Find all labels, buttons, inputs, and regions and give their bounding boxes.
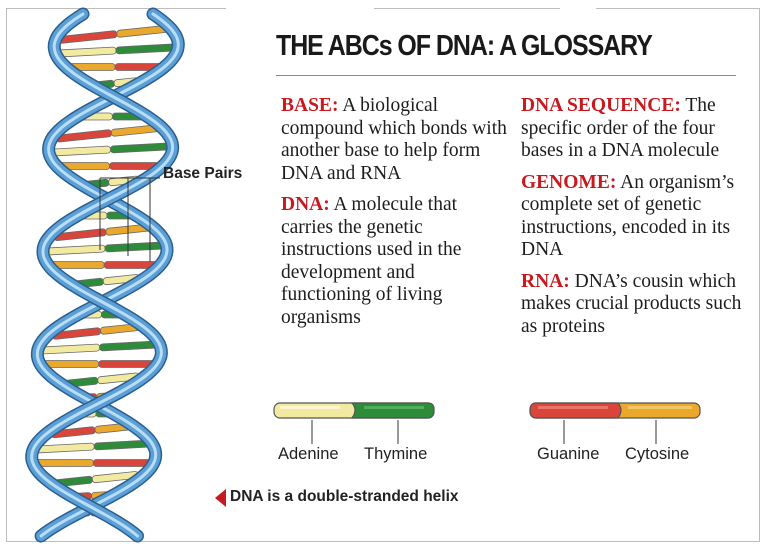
base-pair-rung bbox=[56, 372, 140, 389]
glossary-column-right: DNA SEQUENCE: The specific order of the … bbox=[521, 95, 753, 347]
base-pair-rung bbox=[65, 63, 165, 71]
glossary-term: BASE: bbox=[281, 95, 339, 116]
title-divider bbox=[276, 75, 736, 76]
base-pair-rung bbox=[56, 162, 164, 170]
base-pair-rung bbox=[38, 340, 162, 355]
base-pair-pointers bbox=[99, 177, 160, 262]
page-title: THE ABCs OF DNA: A GLOSSARY bbox=[276, 30, 653, 62]
glossary-term: DNA: bbox=[281, 194, 330, 215]
legend-label-guanine: Guanine bbox=[537, 445, 600, 463]
legend-label-thymine: Thymine bbox=[364, 445, 428, 463]
base-pair-rung bbox=[47, 261, 161, 269]
base-pair-rung bbox=[39, 360, 158, 368]
glossary-term: DNA SEQUENCE: bbox=[521, 95, 681, 116]
frame-gap bbox=[226, 5, 374, 13]
glossary-definition: DNA’s cousin which makes crucial product… bbox=[521, 270, 742, 337]
dna-helix-illustration bbox=[25, 7, 185, 543]
glossary-entry-dna-sequence: DNA SEQUENCE: The specific order of the … bbox=[521, 95, 753, 163]
glossary-term: GENOME: bbox=[521, 171, 617, 193]
legend-connectors-guanine-cytosine bbox=[563, 420, 657, 444]
arrow-left-icon bbox=[215, 489, 226, 507]
base-pair-rung bbox=[48, 142, 173, 157]
legend-connectors-adenine-thymine bbox=[311, 420, 399, 444]
glossary-entry-genome: GENOME: An organism’s complete set of ge… bbox=[521, 172, 753, 262]
frame-gap bbox=[560, 5, 596, 13]
legend-label-cytosine: Cytosine bbox=[625, 445, 690, 463]
helix-strand-highlight bbox=[30, 12, 175, 538]
glossary-definition: A biological compound which bonds with a… bbox=[281, 95, 507, 184]
glossary-definition: A molecule that carries the genetic inst… bbox=[281, 194, 462, 328]
glossary-definition: An organism’s complete set of genetic in… bbox=[521, 171, 735, 261]
legend-label-adenine: Adenine bbox=[278, 445, 339, 463]
helix-strands bbox=[25, 7, 185, 543]
helix-caption: DNA is a double-stranded helix bbox=[230, 488, 459, 505]
legend-bar-guanine-cytosine bbox=[529, 402, 701, 419]
glossary-definition: The specific order of the four bases in … bbox=[521, 95, 720, 161]
glossary-term: RNA: bbox=[521, 270, 570, 292]
glossary-column-left: BASE: A biological compound which bonds … bbox=[281, 95, 507, 338]
base-pair-rung bbox=[32, 459, 155, 467]
helix-strand-highlight bbox=[35, 12, 180, 538]
base-pair-rung bbox=[54, 43, 178, 58]
base-pair-rung bbox=[58, 24, 176, 44]
base-pairs-label: Base Pairs bbox=[163, 165, 243, 182]
base-pair-rung bbox=[34, 439, 155, 454]
glossary-entry-base: BASE: A biological compound which bonds … bbox=[281, 95, 507, 185]
legend-bar-adenine-thymine bbox=[273, 402, 435, 419]
frame-border bbox=[6, 8, 760, 542]
base-pair-rung bbox=[42, 241, 168, 256]
glossary-entry-dna: DNA: A molecule that carries the genetic… bbox=[281, 194, 507, 329]
glossary-entry-rna: RNA: DNA’s cousin which makes crucial pr… bbox=[521, 271, 753, 339]
